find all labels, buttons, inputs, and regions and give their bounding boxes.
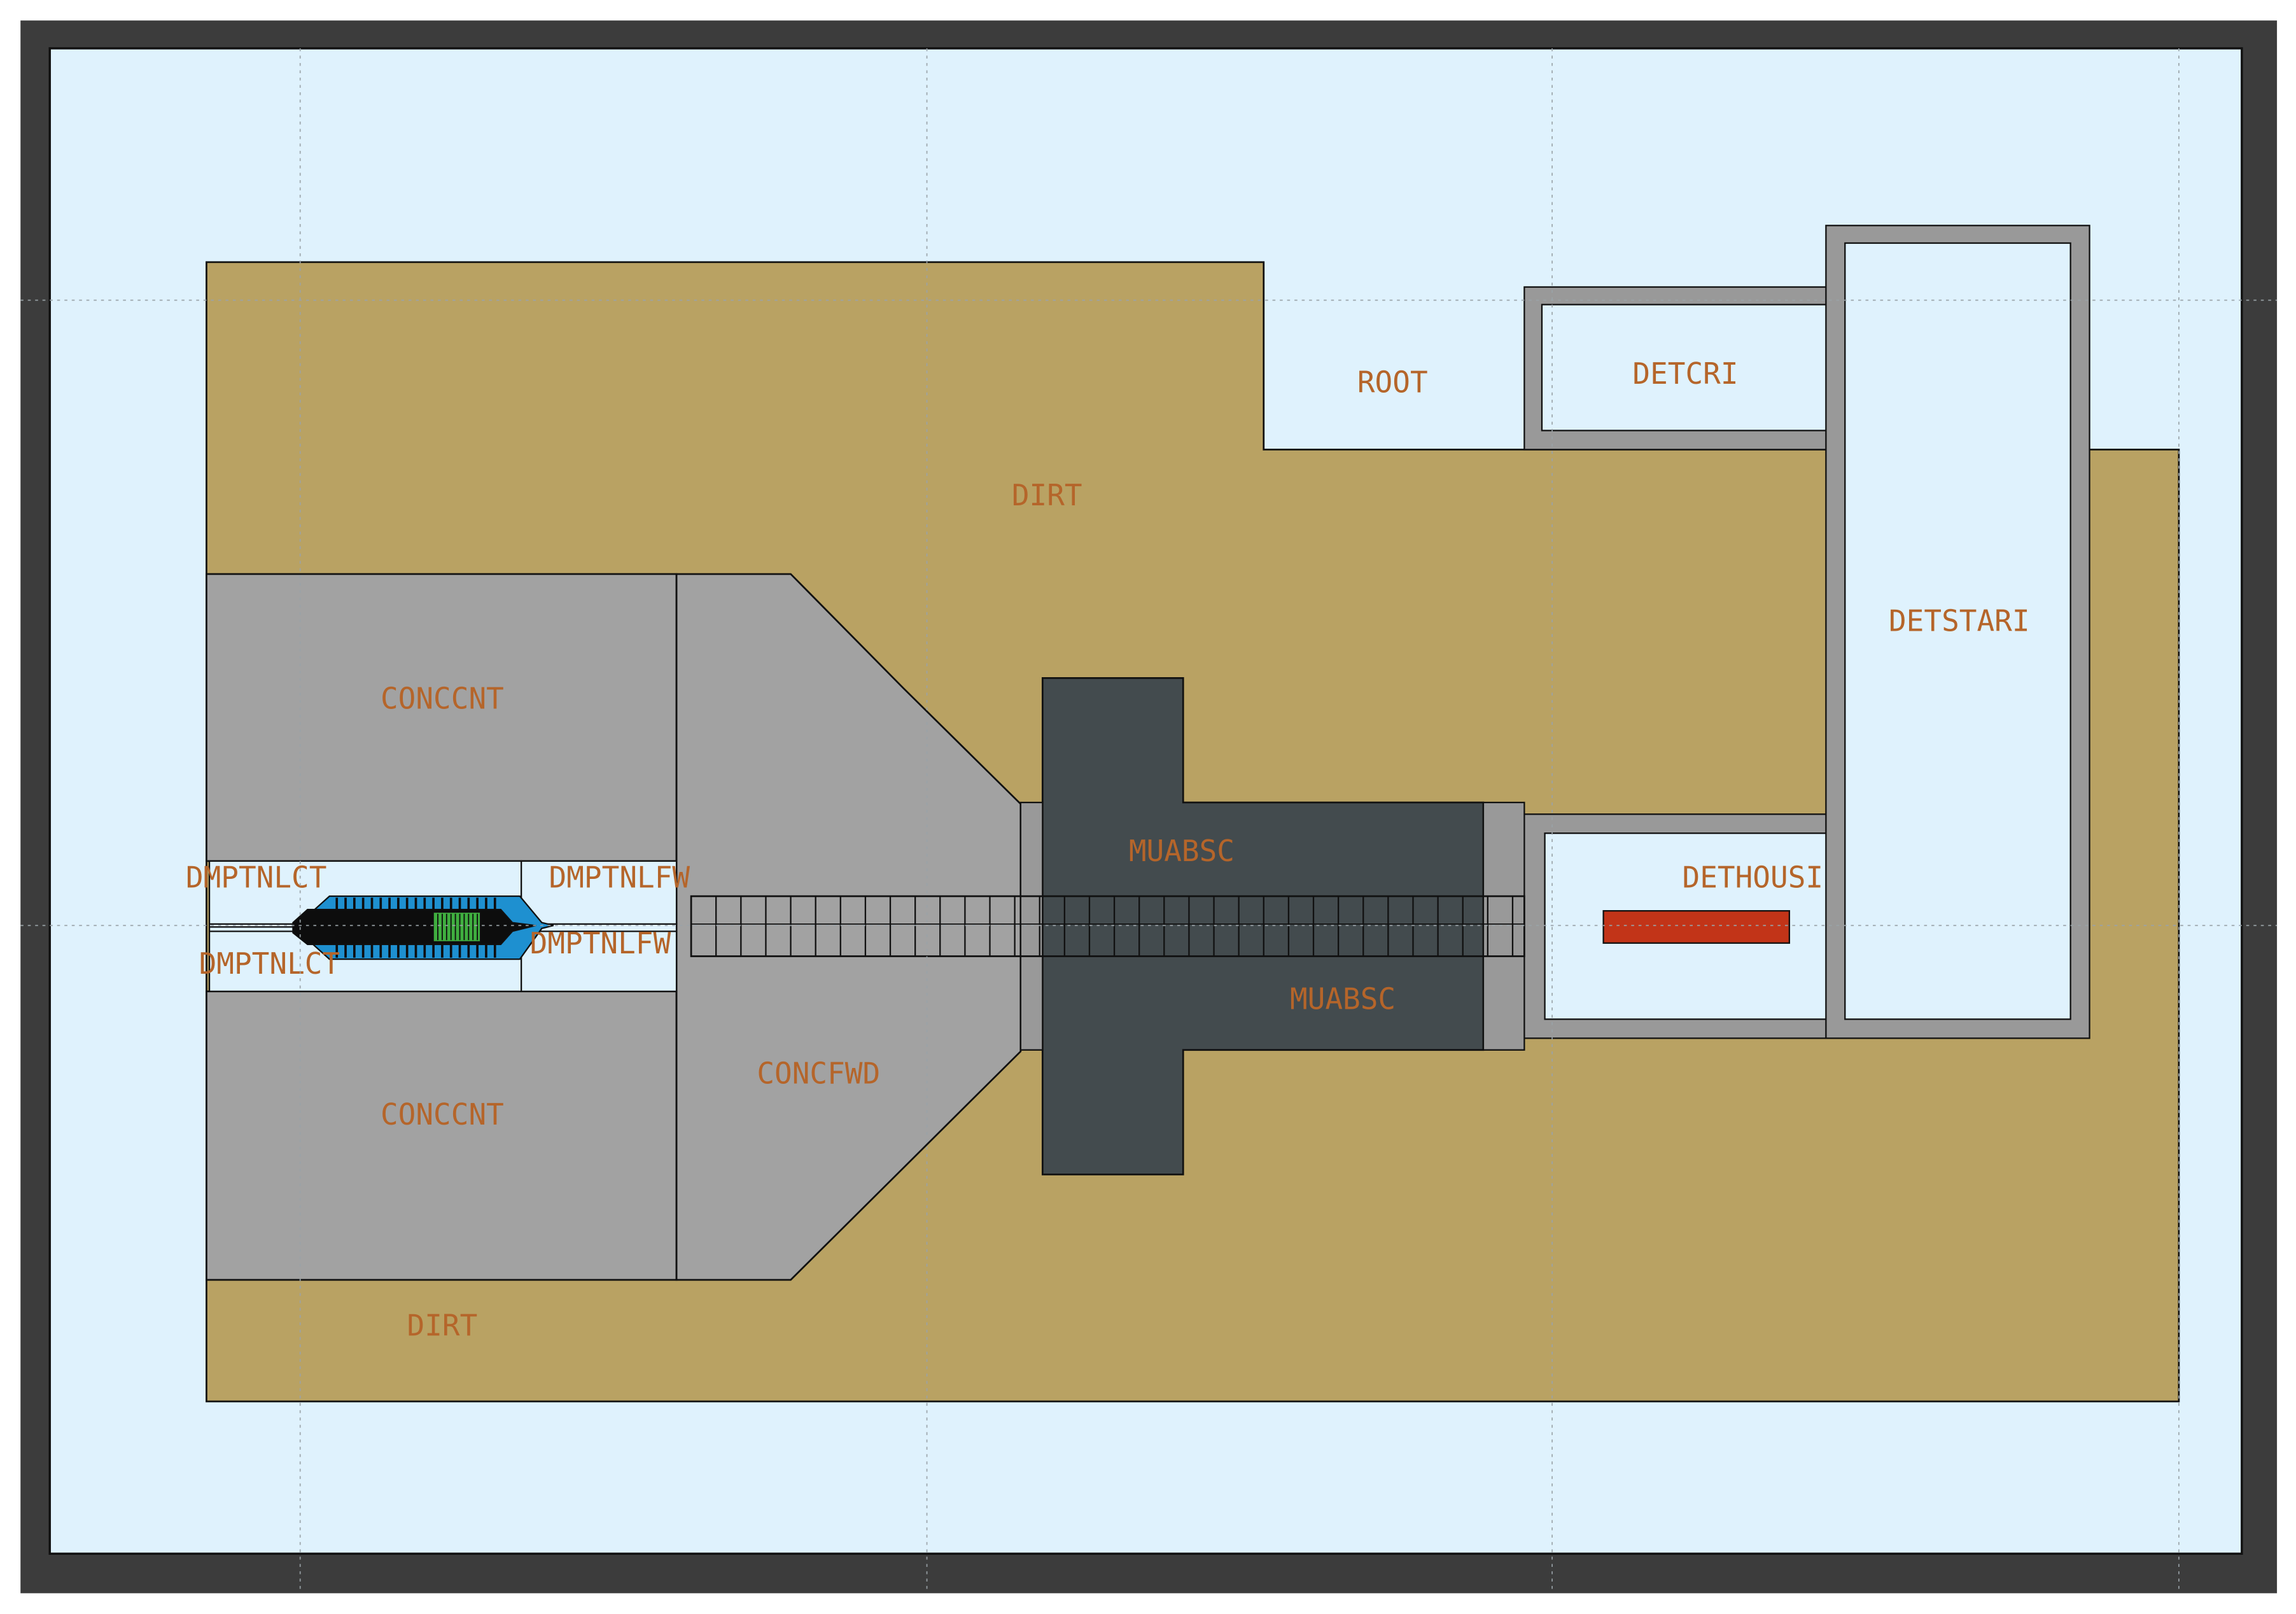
target-core — [292, 908, 536, 946]
region-label-muabsc-bottom: MUABSC — [1290, 981, 1396, 1016]
grid-overlay — [20, 48, 2278, 1594]
region-label-muabsc-top: MUABSC — [1129, 834, 1235, 868]
region-label-dirt-top: DIRT — [1012, 478, 1082, 512]
region-label-detstari: DETSTARI — [1889, 604, 2030, 638]
region-label-dmptnlct-bottom: DMPTNLCT — [199, 946, 340, 981]
absorber-collar-right — [1482, 801, 1525, 1051]
beam-pipe-body — [690, 895, 1525, 957]
target-fins-bottom — [335, 944, 496, 958]
conccnt-bottom-block — [206, 990, 678, 1281]
region-label-conccnt-bottom: CONCCNT — [381, 1097, 504, 1132]
region-label-conccnt-top: CONCCNT — [381, 682, 504, 716]
target-fins-top — [335, 897, 496, 909]
beam-pipe — [690, 895, 1525, 957]
region-label-dmptnlfw-bottom: DMPTNLFW — [530, 926, 671, 960]
region-label-dirt-bottom: DIRT — [407, 1308, 478, 1342]
region-label-dmptnlfw-top: DMPTNLFW — [549, 860, 690, 894]
detstari-interior — [1844, 242, 2071, 1020]
region-label-root: ROOT — [1357, 365, 1428, 400]
target-green-slices — [437, 913, 479, 941]
region-label-dmptnlct-top: DMPTNLCT — [186, 860, 327, 894]
detector-element — [1602, 910, 1790, 944]
region-label-detcri: DETCRI — [1632, 356, 1738, 391]
conccnt-top-block — [206, 573, 678, 862]
region-label-concfwd: CONCFWD — [757, 1056, 880, 1091]
region-label-dethousi: DETHOUSI — [1683, 860, 1824, 894]
target-assembly — [209, 895, 554, 960]
detcri-interior — [1541, 304, 1830, 432]
